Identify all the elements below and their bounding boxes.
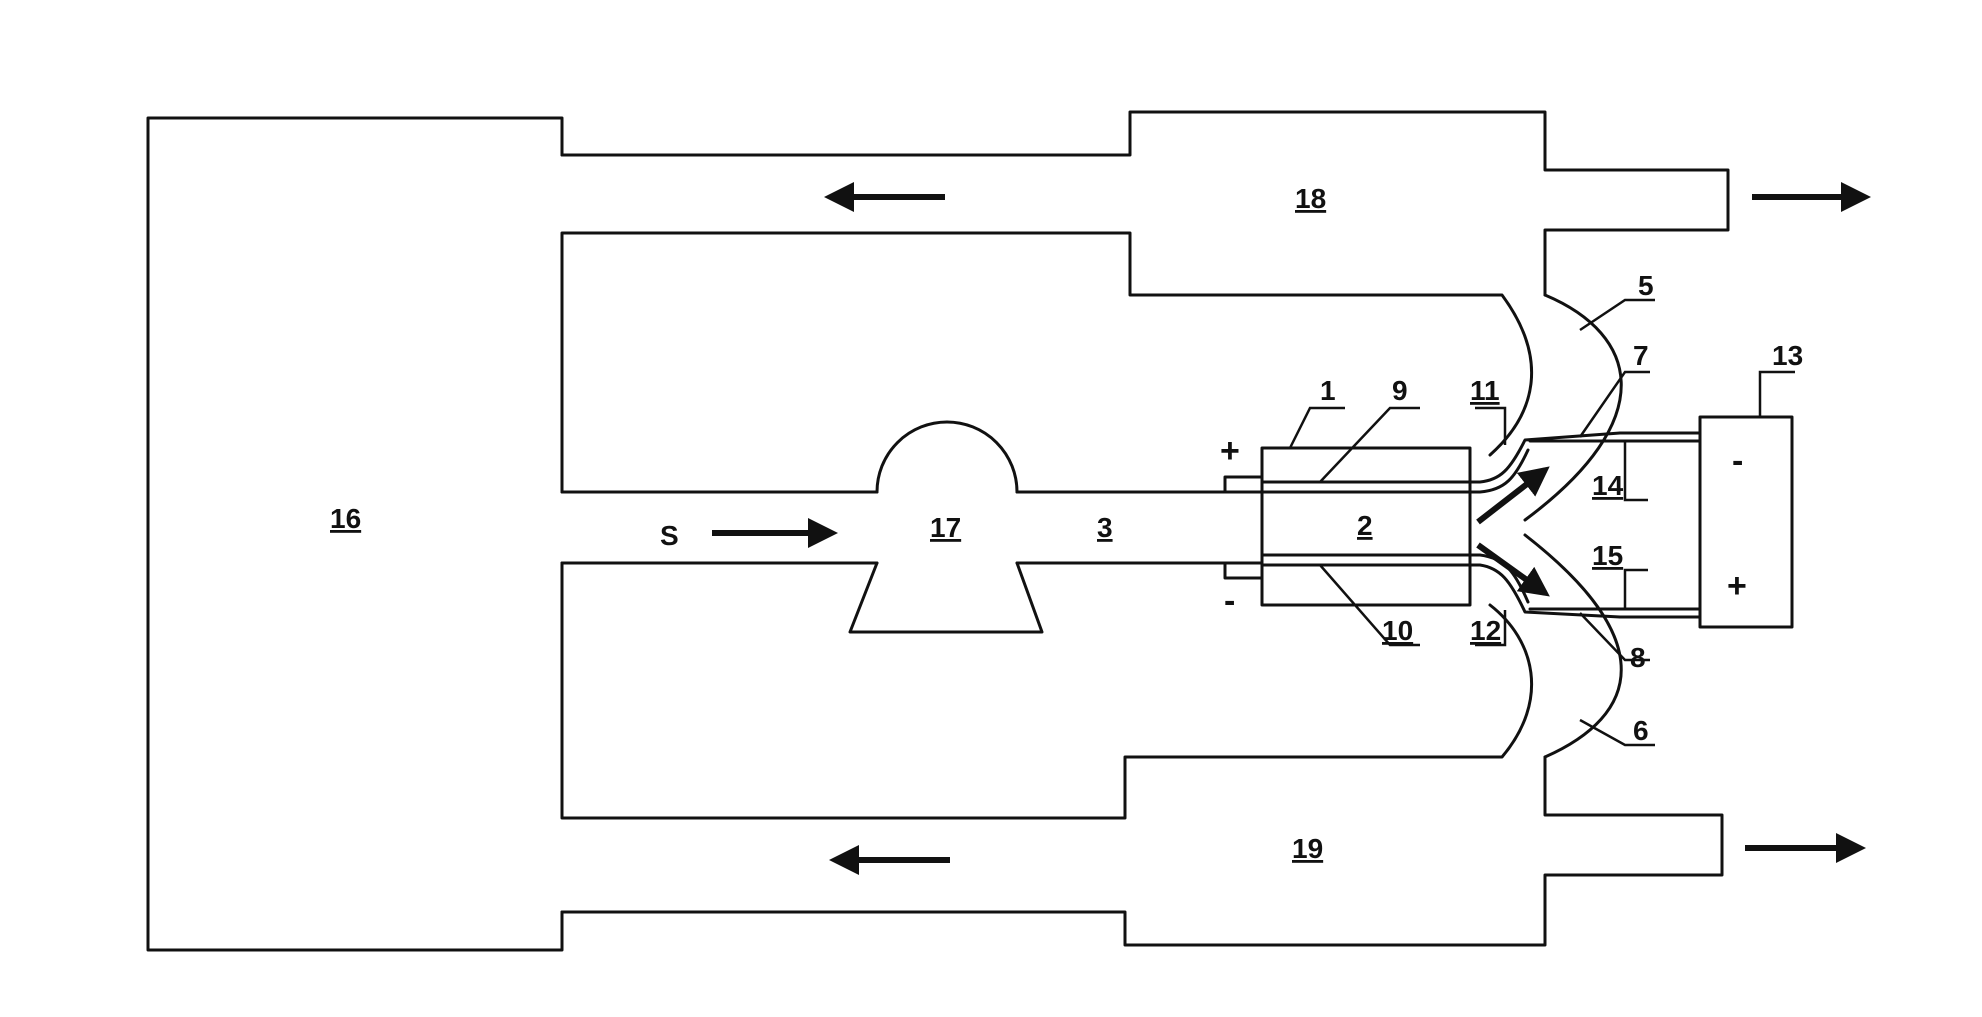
- label-S: S: [660, 520, 679, 551]
- label-15: 15: [1592, 540, 1623, 571]
- label-11: 11: [1470, 375, 1500, 406]
- upper-channel-inner-wall: [562, 233, 1532, 492]
- electrode-10b: [1262, 555, 1528, 602]
- leader-5: [1580, 300, 1655, 330]
- label-12: 12: [1470, 615, 1501, 646]
- label-5: 5: [1638, 270, 1654, 301]
- label-8: 8: [1630, 642, 1646, 673]
- leader-7: [1580, 372, 1650, 437]
- box-plus-sign: +: [1727, 567, 1747, 605]
- label-14: 14: [1592, 470, 1624, 501]
- box-minus-sign: -: [1732, 442, 1743, 480]
- label-19: 19: [1292, 833, 1323, 864]
- lower-channel-inner-wall: [562, 563, 1532, 818]
- label-18: 18: [1295, 183, 1326, 214]
- label-7: 7: [1633, 340, 1649, 371]
- pump-dome: [877, 422, 1017, 492]
- terminal-minus: [1225, 563, 1262, 578]
- cell-plus-sign: +: [1220, 432, 1240, 470]
- tank-outline: [148, 118, 562, 950]
- cell-minus-sign: -: [1224, 582, 1235, 620]
- label-3: 3: [1097, 512, 1113, 543]
- label-2: 2: [1357, 510, 1373, 541]
- leader-11: [1475, 408, 1505, 445]
- label-17: 17: [930, 512, 961, 543]
- leader-1: [1290, 408, 1345, 448]
- label-9: 9: [1392, 375, 1408, 406]
- pump-base: [850, 563, 1042, 632]
- lower-channel-outer-wall: [562, 757, 1722, 945]
- electrode-9b: [1262, 450, 1528, 492]
- label-13: 13: [1772, 340, 1803, 371]
- leader-9: [1320, 408, 1420, 482]
- leader-14: [1625, 441, 1648, 500]
- terminal-plus: [1225, 477, 1262, 492]
- label-10: 10: [1382, 615, 1413, 646]
- leader-15: [1625, 570, 1648, 609]
- upper-channel-outer-wall: [562, 112, 1728, 295]
- label-6: 6: [1633, 715, 1649, 746]
- label-1: 1: [1320, 375, 1336, 406]
- leader-13: [1760, 372, 1795, 417]
- label-16: 16: [330, 503, 361, 534]
